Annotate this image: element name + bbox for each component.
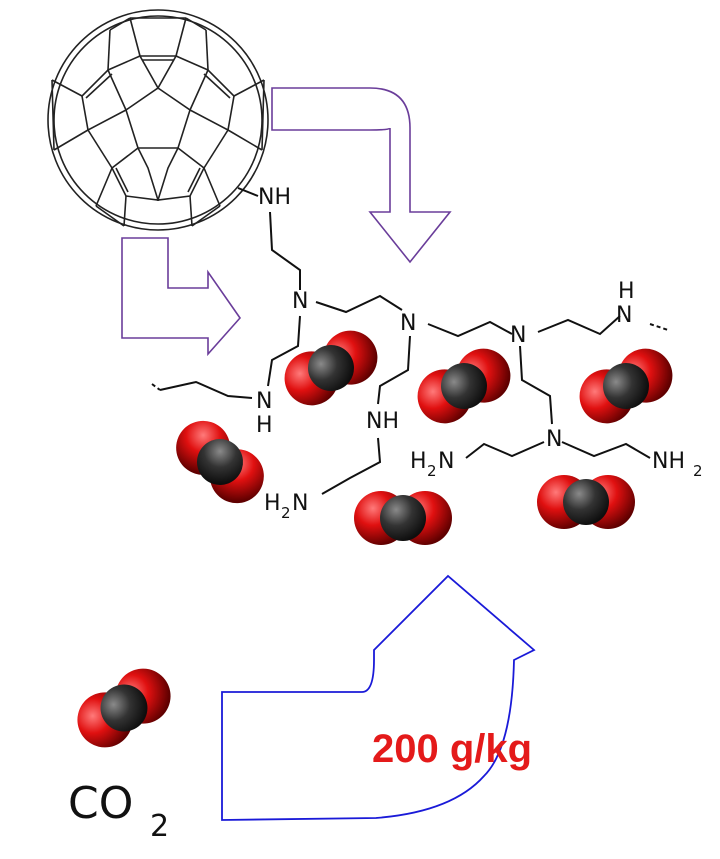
- amine-label-top: NH: [258, 185, 291, 210]
- nh2-right-sub: 2: [693, 462, 703, 480]
- nh2-mid-h: H: [410, 449, 427, 474]
- nh2-mid-sub: 2: [427, 462, 437, 480]
- co2-label: CO: [68, 778, 133, 829]
- fullerene-icon: [47, 9, 269, 231]
- secondary-amine-right-n: N: [616, 303, 632, 328]
- tertiary-amine-label-4: N: [546, 427, 562, 452]
- secondary-amine-left-n: N: [256, 389, 272, 414]
- co2-molecule-icon: [354, 491, 452, 545]
- nh2-right-n: NH: [652, 449, 685, 474]
- capacity-value: 200 g/kg: [372, 727, 532, 771]
- tertiary-amine-label-1: N: [292, 289, 308, 314]
- pei-skeleton: [159, 211, 651, 495]
- nh2-mid-n: N: [438, 449, 454, 474]
- co2-molecule-icon: [570, 339, 682, 433]
- co2-label-subscript: 2: [150, 809, 169, 844]
- co2-molecule-icon: [537, 475, 635, 529]
- purple-arrow-left: [121, 237, 242, 357]
- secondary-amine-mid: NH: [366, 409, 399, 434]
- pei-end-dash-left: [151, 383, 161, 391]
- blue-uptake-arrow: [221, 574, 536, 821]
- co2-legend-icon: [67, 658, 181, 758]
- co2-molecule-icon: [408, 339, 520, 433]
- tertiary-amine-label-3: N: [510, 323, 526, 348]
- purple-arrow-right: [271, 87, 452, 264]
- secondary-amine-right-h: H: [618, 279, 635, 304]
- secondary-amine-left-h: H: [256, 413, 273, 438]
- primary-amine-left: H 2 N: [264, 491, 308, 522]
- co2-molecule-icon: [275, 321, 387, 415]
- primary-amine-mid: H 2 N: [410, 449, 454, 480]
- pei-end-dash-right: [649, 323, 669, 331]
- primary-amine-right: NH 2: [652, 449, 703, 480]
- fullerene-link-bond: [237, 187, 259, 197]
- nh2-left-n: N: [292, 491, 308, 516]
- nh2-left-h: H: [264, 491, 281, 516]
- nh2-left-sub: 2: [281, 504, 291, 522]
- tertiary-amine-label-2: N: [400, 311, 416, 336]
